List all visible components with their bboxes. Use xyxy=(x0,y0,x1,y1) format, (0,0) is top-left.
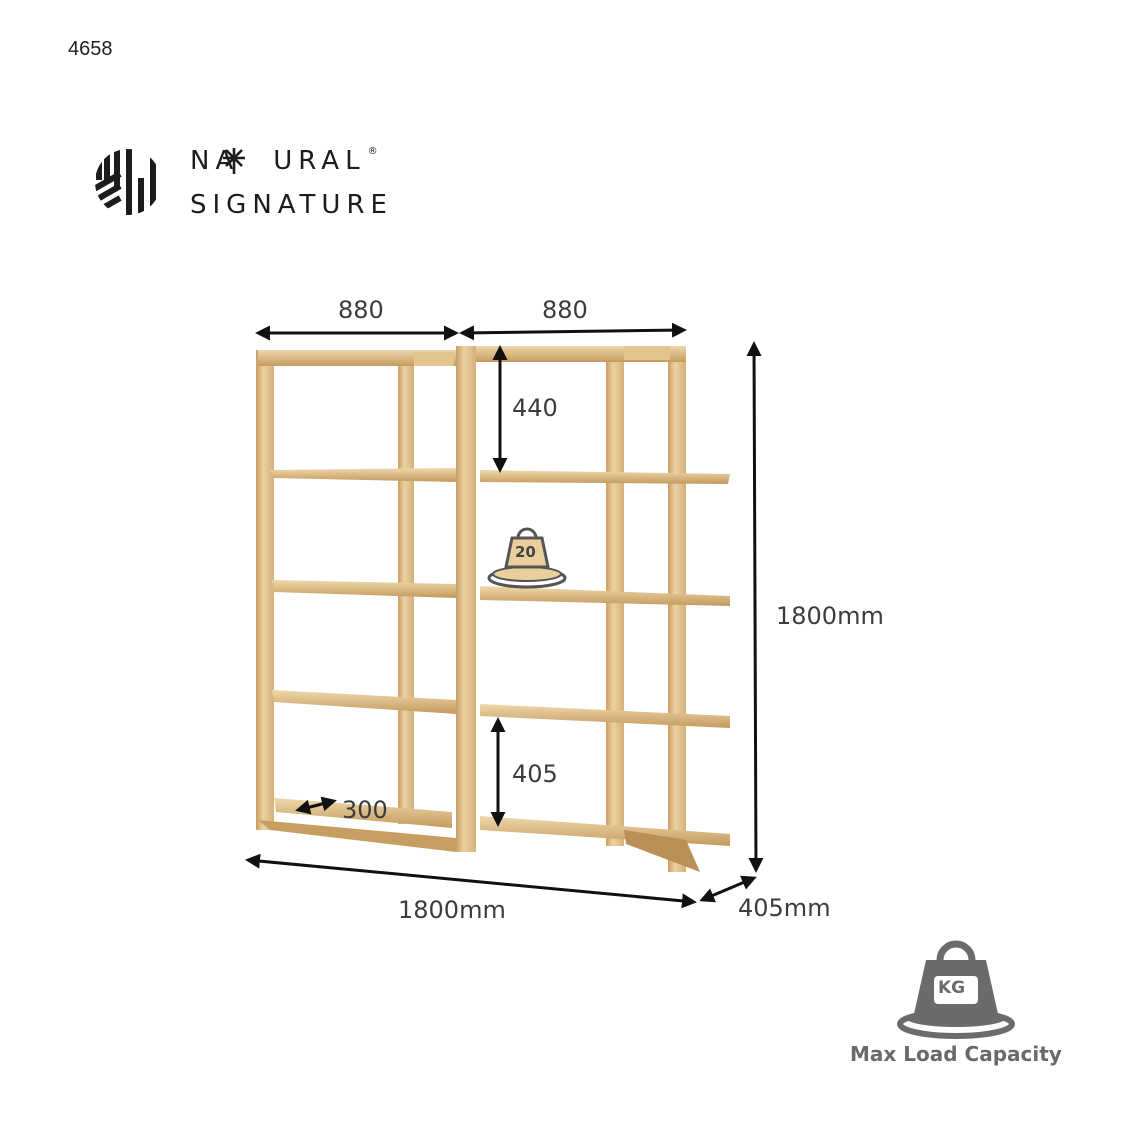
max-load-weight-icon xyxy=(897,940,1015,1039)
dimension-arrows xyxy=(245,322,764,909)
shelf-right-4 xyxy=(480,816,730,846)
brand-text-ural: URAL xyxy=(273,146,366,176)
product-code: 4658 xyxy=(68,38,113,60)
shelf-left-1 xyxy=(270,468,456,482)
registered-mark: ® xyxy=(367,146,378,157)
shelf-right-1 xyxy=(480,470,730,484)
shelf-weight-icon xyxy=(487,527,567,589)
shelf-right-3 xyxy=(480,704,730,728)
label-width-left: 880 xyxy=(338,296,384,324)
max-load-caption: Max Load Capacity xyxy=(850,1042,1062,1066)
brand-text-na: NA xyxy=(190,146,240,176)
right-section-frame xyxy=(456,346,686,872)
arrow-shelf-depth xyxy=(295,796,337,815)
label-top-gap: 440 xyxy=(512,394,558,422)
arrow-total-width xyxy=(245,853,697,909)
arrow-total-height xyxy=(746,341,764,873)
shelf-left-3 xyxy=(272,690,456,714)
shelf-load-value: 20 xyxy=(515,543,536,561)
shelf-right-2 xyxy=(480,586,730,606)
brand-name-line1: NA URAL® xyxy=(190,146,378,176)
natural-signature-logo xyxy=(95,148,245,215)
shelf-left-2 xyxy=(272,580,456,598)
arrow-width-right xyxy=(459,322,687,341)
max-load-kg-label: KG xyxy=(938,978,966,998)
label-shelf-depth: 300 xyxy=(342,796,388,824)
label-width-right: 880 xyxy=(542,296,588,324)
left-section-frame xyxy=(256,350,456,852)
label-total-depth: 405mm xyxy=(738,894,831,922)
arrow-total-depth xyxy=(699,875,757,903)
brand-name-line2: SIGNATURE xyxy=(190,190,393,220)
shelves xyxy=(270,468,730,872)
label-total-width: 1800mm xyxy=(398,896,506,924)
label-total-height: 1800mm xyxy=(776,602,884,630)
label-bottom-gap: 405 xyxy=(512,760,558,788)
